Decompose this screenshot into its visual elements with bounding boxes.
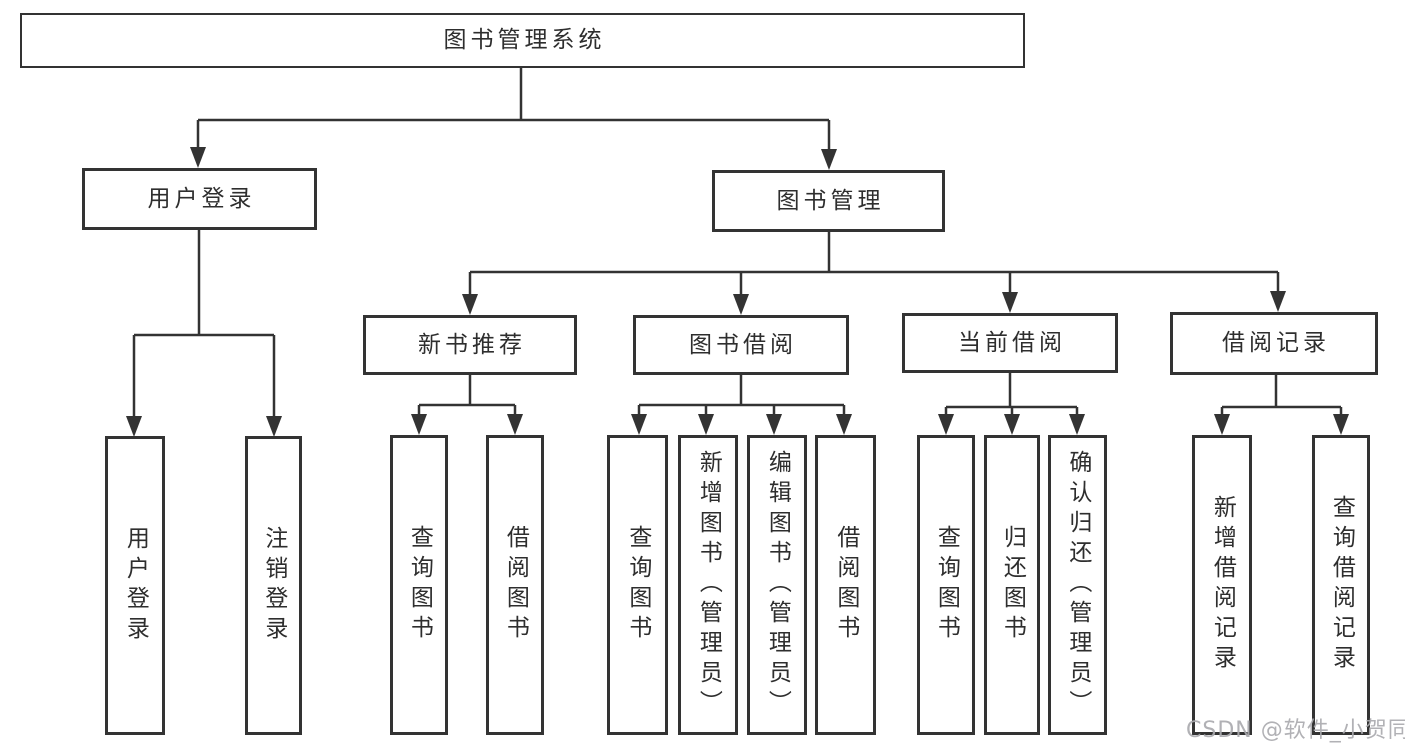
node-label: 借阅图书 [832,525,859,645]
node-label: 图书借阅 [689,331,797,358]
leaf-return-books: 归还图书 [984,435,1040,735]
node-label: 查询图书 [933,525,960,645]
node-label: 当前借阅 [958,329,1066,356]
node-label: 借阅图书 [502,525,529,645]
node-label: 确认归还（管理员） [1064,450,1091,720]
leaf-edit-books-admin: 编辑图书（管理员） [747,435,807,735]
leaf-logout: 注销登录 [245,436,302,735]
csdn-watermark: CSDN @软件_小贺同学 [1186,718,1405,743]
node-label: 查询借阅记录 [1328,495,1355,675]
node-label: 编辑图书（管理员） [764,450,791,720]
leaf-user-login: 用户登录 [105,436,165,735]
node-book-borrow: 图书借阅 [633,315,849,375]
leaf-confirm-return-admin: 确认归还（管理员） [1048,435,1107,735]
node-new-books: 新书推荐 [363,315,577,375]
node-label: 用户登录 [122,525,149,646]
leaf-add-borrow-record: 新增借阅记录 [1192,435,1252,735]
leaf-borrow-books-1: 借阅图书 [486,435,544,735]
node-label: 归还图书 [999,525,1026,645]
node-label: 图书管理 [776,187,885,214]
node-label: 注销登录 [260,525,287,646]
node-label: 新增借阅记录 [1209,495,1236,675]
leaf-query-books-2: 查询图书 [607,435,668,735]
leaf-query-borrow-record: 查询借阅记录 [1312,435,1370,735]
node-label: 新书推荐 [418,331,526,358]
leaf-add-books-admin: 新增图书（管理员） [678,435,738,735]
node-label: 借阅记录 [1222,330,1330,357]
arrowhead-icons [126,147,1349,437]
node-label: 新增图书（管理员） [695,450,722,720]
leaf-borrow-books-2: 借阅图书 [815,435,876,735]
node-book-mgmt-branch: 图书管理 [712,170,945,232]
node-label: 图书管理系统 [443,27,606,54]
node-current-borrow: 当前借阅 [902,313,1118,373]
node-label: 查询图书 [624,525,651,645]
node-label: 用户登录 [147,185,256,212]
node-borrow-records: 借阅记录 [1170,312,1378,375]
leaf-query-books-1: 查询图书 [390,435,448,735]
node-user-login-branch: 用户登录 [82,168,317,230]
leaf-query-books-3: 查询图书 [917,435,975,735]
node-label: 查询图书 [406,525,433,645]
node-system-root: 图书管理系统 [20,13,1025,68]
